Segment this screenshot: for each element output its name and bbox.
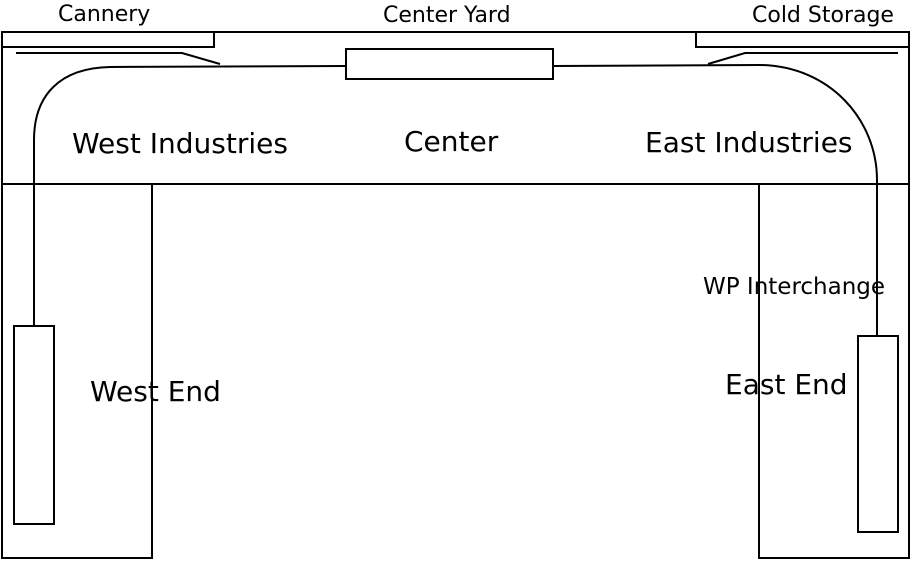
center-yard-label: Center Yard (383, 3, 511, 28)
cannery-label: Cannery (58, 2, 151, 27)
east-leg-outline (758, 184, 910, 559)
west-leg-outline (1, 184, 153, 559)
top-benchwork-outline (1, 31, 910, 185)
cold-storage-label: Cold Storage (752, 3, 894, 28)
cold-storage-spur-box (695, 32, 909, 48)
wp-interchange-label: WP Interchange (703, 274, 886, 300)
main-line-track (33, 63, 878, 336)
west-end-label: West End (90, 375, 221, 408)
east-end-label: East End (725, 368, 848, 401)
cannery-spur-track (16, 52, 221, 65)
cold-storage-spur-track (707, 52, 898, 65)
center-yard-box (345, 48, 554, 80)
west-industries-label: West Industries (72, 127, 288, 160)
east-end-staging-box (857, 335, 899, 533)
west-end-staging-box (13, 325, 55, 525)
east-industries-label: East Industries (645, 126, 853, 159)
center-label: Center (404, 125, 499, 158)
cannery-spur-box (2, 32, 215, 48)
